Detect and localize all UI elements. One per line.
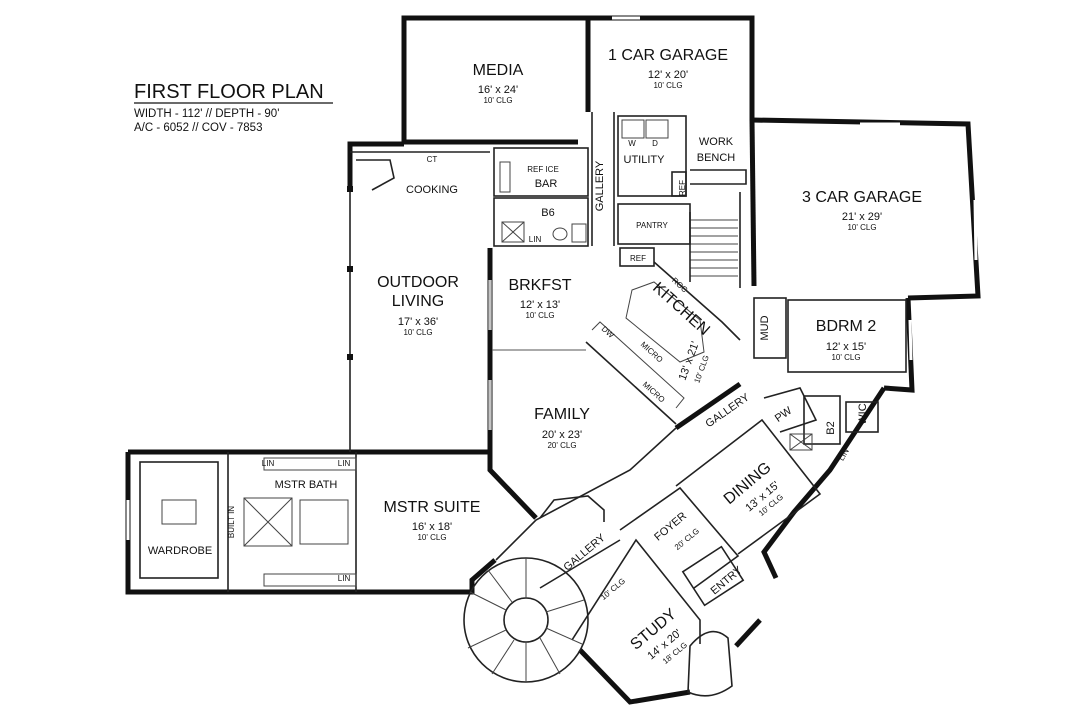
plan-dimensions: WIDTH - 112' // DEPTH - 90' xyxy=(134,108,279,120)
title-block: FIRST FLOOR PLAN WIDTH - 112' // DEPTH -… xyxy=(134,81,333,134)
brkfst-size: 12' x 13' xyxy=(520,299,560,311)
bdrm2-label: BDRM 2 xyxy=(816,318,877,335)
brkfst-clg: 10' CLG xyxy=(525,311,554,320)
wardrobe-label: WARDROBE xyxy=(148,545,212,557)
garage3-clg: 10' CLG xyxy=(847,223,876,232)
plan-title: FIRST FLOOR PLAN xyxy=(134,81,324,103)
media-size: 16' x 24' xyxy=(478,84,518,96)
utility-d: D xyxy=(652,139,658,148)
garage3-size: 21' x 29' xyxy=(842,211,882,223)
gallery-top-label: GALLERY xyxy=(594,160,606,211)
kitchen-dw: DW xyxy=(600,324,616,340)
study-clg2: 10' CLG xyxy=(599,576,627,602)
media-label: MEDIA xyxy=(473,62,524,79)
workbench-line2: BENCH xyxy=(697,152,736,164)
cooking-label: COOKING xyxy=(406,184,458,196)
bar-label: BAR xyxy=(535,178,558,190)
mud-label: MUD xyxy=(759,315,771,340)
cooking-ct: CT xyxy=(427,155,438,164)
bdrm2-size: 12' x 15' xyxy=(826,341,866,353)
bdrm2-clg: 10' CLG xyxy=(831,353,860,362)
b2-lin: LIN xyxy=(837,447,851,462)
mstr-suite-size: 16' x 18' xyxy=(412,521,452,533)
utility-label: UTILITY xyxy=(624,154,666,166)
pw-label: PW xyxy=(773,404,795,424)
garage1-size: 12' x 20' xyxy=(648,69,688,81)
entry-label: ENTRY xyxy=(709,564,746,597)
b6-lin: LIN xyxy=(529,235,542,244)
garage1-label: 1 CAR GARAGE xyxy=(608,47,728,64)
mstr-suite-label: MSTR SUITE xyxy=(384,499,481,516)
brkfst-label: BRKFST xyxy=(508,277,571,294)
mstr-bath-lin1: LIN xyxy=(262,459,275,468)
mstr-suite-clg: 10' CLG xyxy=(417,533,446,542)
bar-refice: REF ICE xyxy=(527,165,559,174)
mstr-bath-lin2: LIN xyxy=(338,459,351,468)
garage1-clg: 10' CLG xyxy=(653,81,682,90)
b6-label: B6 xyxy=(541,207,554,219)
gallery-low-label: GALLERY xyxy=(561,532,608,574)
outdoor-line2: LIVING xyxy=(392,293,444,310)
foyer-clg: 20' CLG xyxy=(673,526,701,552)
wic-label: WIC xyxy=(857,403,869,424)
mstr-bath-label: MSTR BATH xyxy=(275,479,338,491)
outdoor-line1: OUTDOOR xyxy=(377,274,459,291)
plan-area: A/C - 6052 // COV - 7853 xyxy=(134,122,262,134)
mstr-bath-lin3: LIN xyxy=(338,574,351,583)
mstr-bath-builtin: BUILT IN xyxy=(227,506,236,538)
ref-label: REF xyxy=(630,254,646,263)
gallery-mid-label: GALLERY xyxy=(703,391,752,430)
utility-w: W xyxy=(628,139,636,148)
columns xyxy=(347,186,353,360)
family-clg: 20' CLG xyxy=(547,441,576,450)
outdoor-size: 17' x 36' xyxy=(398,316,438,328)
workbench-line1: WORK xyxy=(699,136,734,148)
garage3-label: 3 CAR GARAGE xyxy=(802,189,922,206)
outdoor-clg: 10' CLG xyxy=(403,328,432,337)
b2-label: B2 xyxy=(825,421,837,434)
interior-walls xyxy=(139,112,907,697)
family-size: 20' x 23' xyxy=(542,429,582,441)
kitchen-micro2: MICRO xyxy=(641,380,667,405)
utility-ref: REF xyxy=(678,180,687,196)
media-clg: 10' CLG xyxy=(483,96,512,105)
pantry-label: PANTRY xyxy=(636,221,668,230)
windows xyxy=(126,16,978,540)
family-label: FAMILY xyxy=(534,406,590,423)
